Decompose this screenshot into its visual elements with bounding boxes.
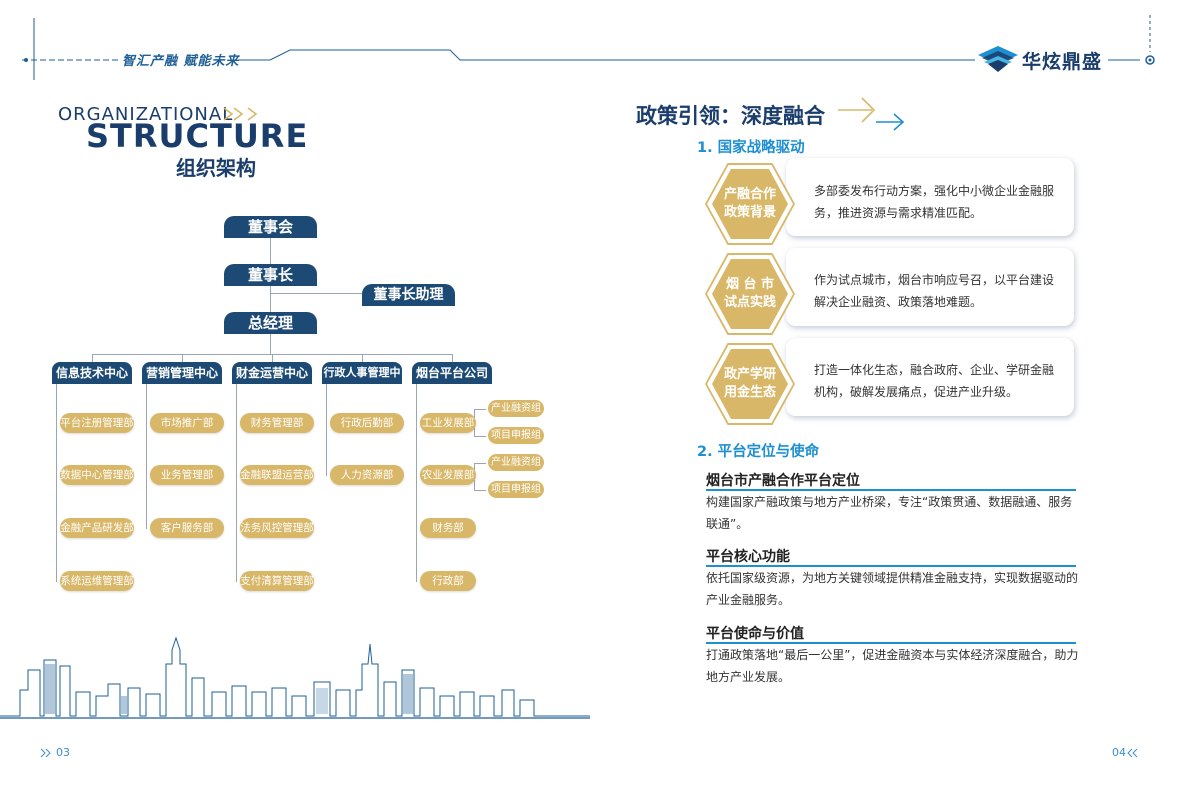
item-text: 打通政策落地“最后一公里”，促进金融资本与实体经济深度融合，助力地方产业发展。 (706, 648, 1079, 684)
item-heading: 烟台市产融合作平台定位 (706, 473, 860, 489)
dept-finance-ops: 财金运营中心 (232, 362, 312, 384)
card-description: 作为试点城市，烟台市响应号召，以平台建设解决企业融资、政策落地难题。 (814, 273, 1055, 309)
hex-label-line1: 烟 台 市 (725, 277, 775, 292)
page-arrow-icon (40, 748, 51, 758)
title-cn: 组织架构 (176, 156, 256, 180)
dept-info-tech: 信息技术中心 (52, 362, 132, 384)
subgroup-pill: 项目申报组 (488, 481, 544, 498)
subgroup-pill: 产业融资组 (488, 454, 544, 471)
chairman-box: 董事长 (224, 264, 317, 286)
hex-badge (712, 169, 788, 239)
unit-pill: 人力资源部 (330, 465, 404, 485)
unit-pill: 农业发展部 (420, 465, 476, 485)
unit-pill: 客户服务部 (150, 518, 224, 538)
board-box: 董事会 (224, 216, 317, 238)
policy-card (786, 248, 1074, 326)
item-underline (706, 565, 1076, 567)
dept-yantai-company: 烟台平台公司 (412, 362, 492, 384)
item-text: 依托国家级资源，为地方关键领域提供精准金融支持，实现数据驱动的产业金融服务。 (706, 571, 1079, 607)
header-decoration (22, 15, 1155, 80)
unit-pill: 法务风控管理部 (240, 518, 314, 538)
item-underline (706, 489, 1076, 491)
title-en-small: ORGANIZATIONAL (58, 104, 234, 125)
section-heading-2: 2. 平台定位与使命 (697, 444, 820, 460)
item-heading: 平台使命与价值 (706, 626, 804, 642)
city-skyline-illustration (0, 636, 590, 719)
unit-pill: 市场推广部 (150, 413, 224, 433)
page-arrow-back-icon (1127, 748, 1138, 758)
company-logo-text: 华炫鼎盛 (1022, 51, 1103, 73)
unit-pill: 业务管理部 (150, 465, 224, 485)
unit-pill: 财务部 (420, 518, 476, 538)
unit-pill: 财务管理部 (240, 413, 314, 433)
title-en-big: STRUCTURE (86, 117, 309, 155)
hex-badge (712, 259, 788, 329)
item-text: 构建国家产融政策与地方产业桥梁，专注“政策贯通、数据融通、服务联通”。 (706, 495, 1073, 531)
dept-admin-hr: 行政人事管理中心 (322, 362, 402, 401)
hex-label-line2: 用金生态 (723, 385, 776, 400)
section-heading-1: 1. 国家战略驱动 (697, 140, 805, 156)
hex-label-line1: 政产学研 (723, 367, 776, 382)
unit-pill: 系统运维管理部 (60, 571, 134, 591)
page-number-left: 03 (56, 746, 70, 759)
policy-card (786, 338, 1074, 416)
hex-badge (712, 349, 788, 419)
unit-pill: 数据中心管理部 (60, 465, 134, 485)
unit-pill: 行政后勤部 (330, 413, 404, 433)
hex-label-line1: 产融合作 (723, 187, 776, 202)
item-heading: 平台核心功能 (706, 549, 790, 565)
unit-pill: 支付清算管理部 (240, 571, 314, 591)
unit-pill: 金融产品研发部 (60, 518, 134, 538)
hex-label-line2: 试点实践 (723, 295, 776, 310)
hex-label-line2: 政策背景 (723, 205, 776, 220)
subgroup-pill: 产业融资组 (488, 400, 544, 417)
page-number-right: 04 (1112, 746, 1126, 759)
card-description: 打造一体化生态，融合政府、企业、学研金融机构，破解发展痛点，促进产业升级。 (814, 363, 1055, 399)
card-description: 多部委发布行动方案，强化中小微企业金融服务，推进资源与需求精准匹配。 (814, 184, 1055, 220)
item-underline (706, 642, 1076, 644)
unit-pill: 金融联盟运营部 (240, 465, 314, 485)
policy-card (786, 158, 1074, 236)
subgroup-pill: 项目申报组 (488, 427, 544, 444)
unit-pill: 工业发展部 (420, 413, 476, 433)
unit-pill: 行政部 (420, 571, 476, 591)
arrow-right-icon (838, 97, 905, 131)
dept-marketing: 营销管理中心 (142, 362, 222, 384)
company-logo-icon (978, 46, 1018, 72)
double-chevron-icon (223, 107, 258, 121)
assistant-box: 董事长助理 (362, 284, 455, 306)
general-manager-box: 总经理 (224, 312, 317, 334)
right-page-title: 政策引领：深度融合 (636, 104, 825, 128)
unit-pill: 平台注册管理部 (60, 413, 134, 433)
header-slogan: 智汇产融 赋能未来 (122, 54, 240, 69)
